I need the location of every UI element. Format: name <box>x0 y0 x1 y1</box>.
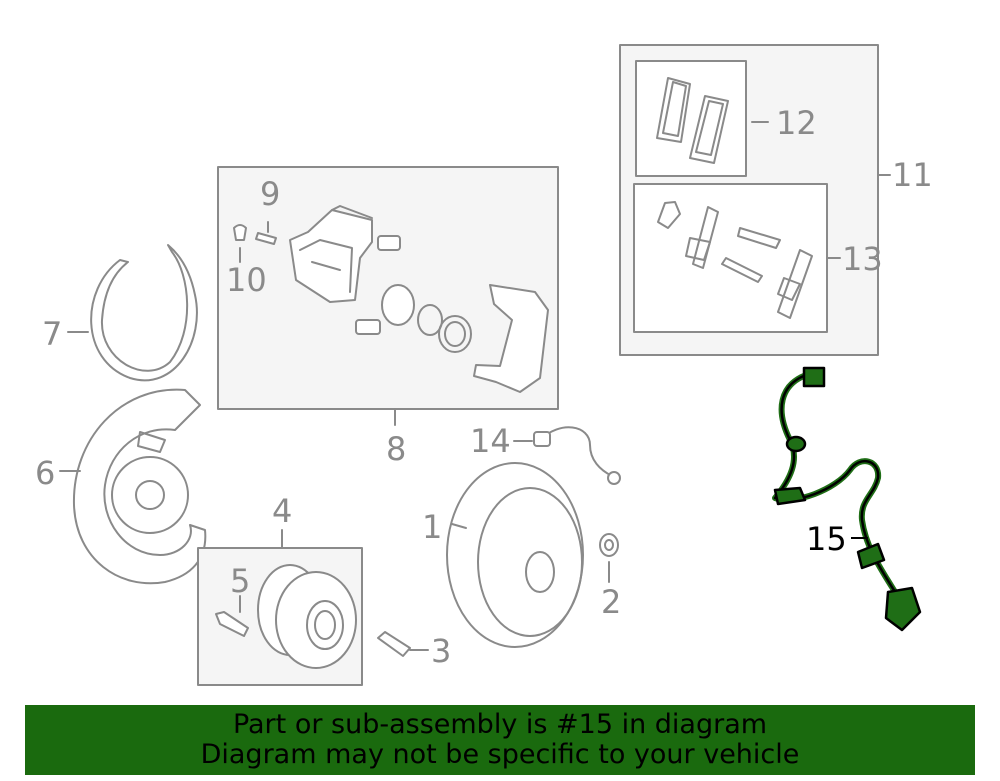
caliper <box>289 205 373 303</box>
hub-bearing <box>257 564 357 669</box>
callout-5: 5 <box>230 562 250 600</box>
callout-13: 13 <box>842 240 883 278</box>
abs-sensor-harness-15 <box>772 366 922 632</box>
bleeder-screw-9 <box>255 221 277 245</box>
caliper-bracket <box>473 284 549 393</box>
brake-pads <box>656 77 729 164</box>
callout-1: 1 <box>422 508 442 546</box>
banner-line-2: Diagram may not be specific to your vehi… <box>200 739 800 770</box>
callout-3: 3 <box>431 632 451 670</box>
callout-7: 7 <box>42 315 62 353</box>
lug-nut <box>599 533 619 583</box>
callout-6: 6 <box>35 454 55 492</box>
callout-15: 15 <box>806 520 847 558</box>
callout-11: 11 <box>892 156 933 194</box>
callout-10: 10 <box>226 261 267 299</box>
brake-rotor <box>446 462 584 648</box>
parking-brake-shoe <box>90 244 198 382</box>
banner-line-1: Part or sub-assembly is #15 in diagram <box>232 709 768 740</box>
pad-hardware <box>657 201 813 319</box>
hub-bolt <box>215 595 249 637</box>
dust-shield <box>72 388 207 585</box>
callout-4: 4 <box>272 492 292 530</box>
info-banner: Part or sub-assembly is #15 in diagram D… <box>25 705 975 775</box>
bolt-3 <box>377 631 429 657</box>
guide-pins <box>355 235 401 335</box>
callout-2: 2 <box>601 583 621 621</box>
cap-10 <box>233 224 247 263</box>
wheel-speed-sensor-14 <box>513 426 621 485</box>
callout-8: 8 <box>386 430 406 468</box>
piston <box>381 284 472 353</box>
callout-12: 12 <box>776 104 817 142</box>
callout-14: 14 <box>470 422 511 460</box>
callout-9: 9 <box>260 175 280 213</box>
